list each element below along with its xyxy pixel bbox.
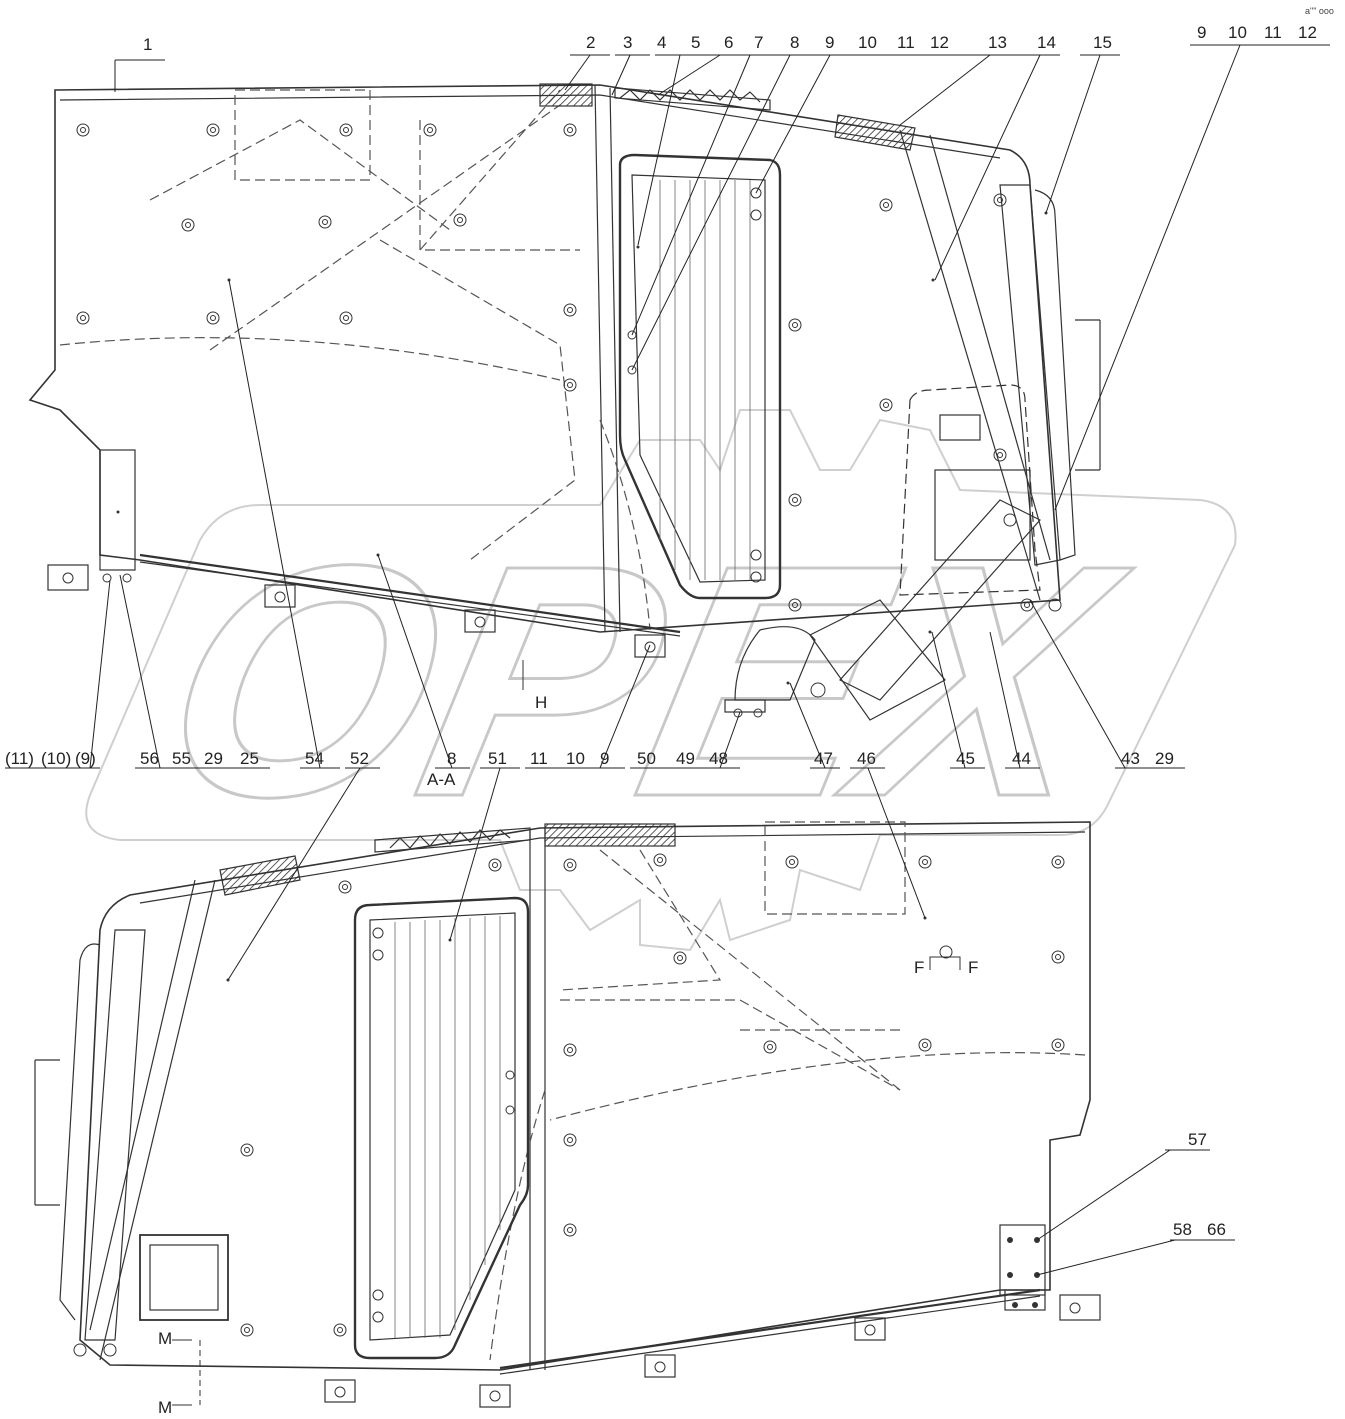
- section-label: A-A: [427, 770, 456, 789]
- top-door-view: [28, 83, 1101, 721]
- callout-label: 46: [857, 749, 876, 768]
- bottom-door-view: [34, 821, 1101, 1408]
- callout-label: 7: [754, 33, 763, 52]
- callout-label: 9: [1197, 23, 1206, 42]
- callout-label: 13: [988, 33, 1007, 52]
- view-mark-m-top: M: [158, 1329, 172, 1348]
- callout-label: 51: [488, 749, 507, 768]
- view-mark-m-bottom: M: [158, 1398, 172, 1417]
- callout-label: 48: [709, 749, 728, 768]
- callout-label: 11: [1264, 23, 1282, 42]
- callout-label: 1: [143, 35, 152, 54]
- callout-label: 15: [1093, 33, 1112, 52]
- callout-label: 43: [1121, 749, 1140, 768]
- callout-label: 55: [172, 749, 191, 768]
- callout-label: 10: [858, 33, 877, 52]
- callout-label: 25: [240, 749, 259, 768]
- view-marks: H A-A F F M M: [158, 660, 978, 1417]
- view-mark-f-left: F: [914, 958, 924, 977]
- callout-label: 8: [790, 33, 799, 52]
- callout-label: 9: [600, 749, 609, 768]
- callout-label: 11: [530, 749, 548, 768]
- callout-label: 9: [825, 33, 834, 52]
- callout-label: 2: [586, 33, 595, 52]
- callout-label: 47: [814, 749, 833, 768]
- callout-label: (11): [5, 749, 34, 768]
- callout-label: 8: [447, 749, 456, 768]
- leader-lines: [5, 44, 1330, 1276]
- callout-label: 50: [637, 749, 656, 768]
- callout-label: 5: [691, 33, 700, 52]
- callout-label: 44: [1012, 749, 1031, 768]
- watermark-logo: OPEX: [85, 409, 1237, 952]
- callout-label: 12: [930, 33, 949, 52]
- view-mark-h: H: [535, 693, 547, 712]
- callout-label: 10: [566, 749, 585, 768]
- callout-label: 11: [897, 33, 915, 52]
- callout-label: 4: [657, 33, 666, 52]
- callout-label: 29: [204, 749, 223, 768]
- view-mark-f-right: F: [968, 958, 978, 977]
- callout-label: 66: [1207, 1220, 1226, 1239]
- callout-label: 6: [724, 33, 733, 52]
- callout-labels-top: 1 2 3 4 5 6 7 8 9 10 11 12 13 14 15 9 10…: [143, 23, 1317, 54]
- callout-label: 56: [140, 749, 159, 768]
- callout-label: 58: [1173, 1220, 1192, 1239]
- callout-label: 14: [1037, 33, 1056, 52]
- callout-labels-bottom: 57 58 66: [1173, 1130, 1226, 1239]
- callout-label: 45: [956, 749, 975, 768]
- callout-label: (9): [75, 749, 96, 768]
- callout-label: 29: [1155, 749, 1174, 768]
- callout-label: 10: [1228, 23, 1247, 42]
- callout-label: (10): [41, 749, 71, 768]
- callout-label: 52: [350, 749, 369, 768]
- callout-label: 49: [676, 749, 695, 768]
- watermark-text: OPEX: [138, 496, 1150, 865]
- callout-label: 12: [1298, 23, 1317, 42]
- callout-label: 3: [623, 33, 632, 52]
- callout-labels-middle: (11) (10) (9) 56 55 29 25 54 52 8 51 11 …: [5, 749, 1174, 768]
- corner-mark: a"" ooo: [1305, 6, 1334, 16]
- callout-label: 54: [305, 749, 324, 768]
- callout-label: 57: [1188, 1130, 1207, 1149]
